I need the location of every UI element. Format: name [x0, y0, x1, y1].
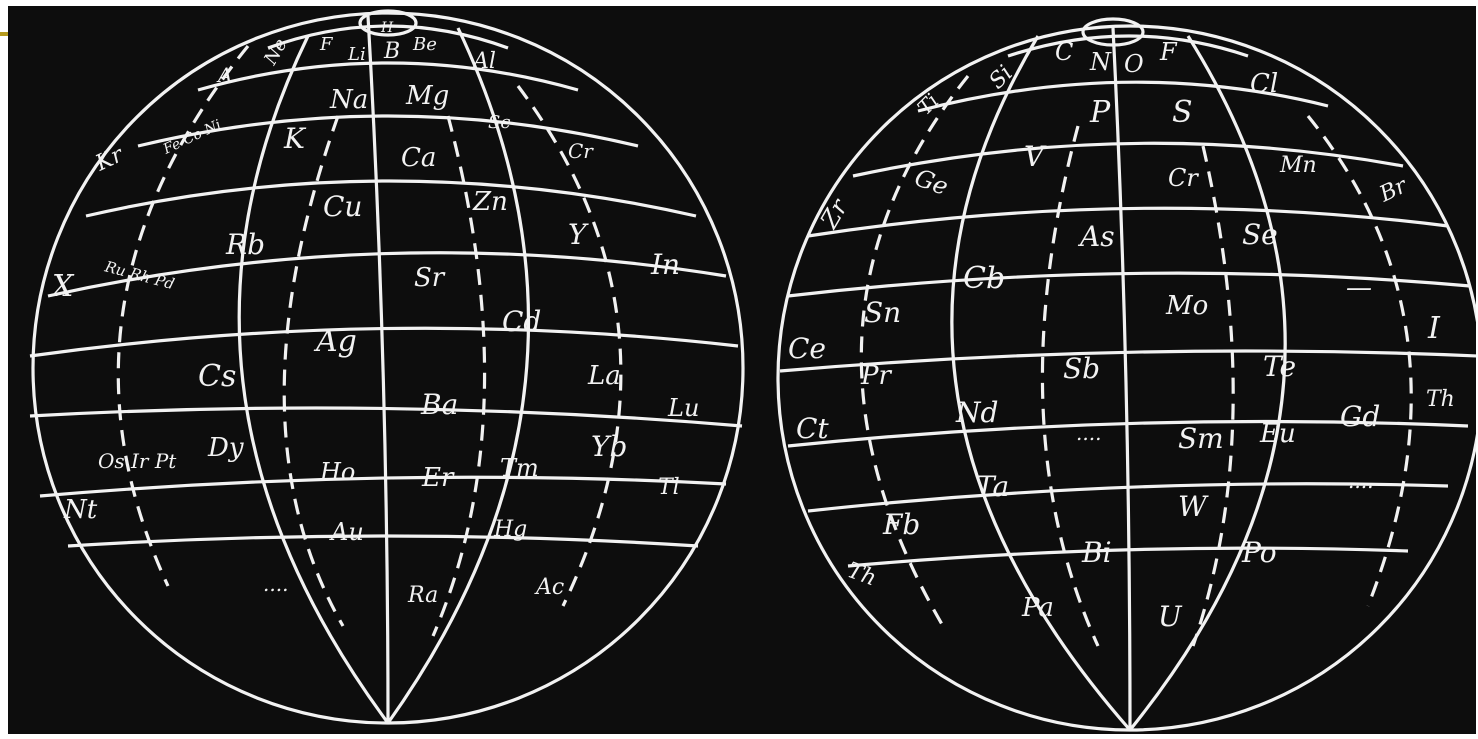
element-label: Li	[347, 44, 366, 65]
element-label: Os Ir Pt	[98, 449, 177, 473]
element-label: Cd	[502, 305, 541, 338]
element-label: Se	[1242, 218, 1278, 251]
left-globe	[30, 11, 743, 723]
element-label: W	[1178, 490, 1209, 523]
element-label: F	[319, 34, 334, 55]
element-label: S	[1172, 95, 1193, 130]
element-label: Nd	[955, 396, 998, 429]
meridian-line	[368, 16, 388, 723]
element-label: Ac	[534, 575, 564, 600]
element-label: Ru Rh Pd	[102, 257, 176, 293]
element-label: Cl	[1250, 69, 1278, 99]
element-label: Ag	[313, 324, 357, 359]
element-label: As	[1077, 220, 1115, 253]
element-label: Mg	[405, 81, 449, 111]
element-label: Na	[329, 85, 368, 115]
element-label: Pr	[860, 361, 892, 391]
element-label: U	[1158, 600, 1183, 633]
element-label: Au	[329, 518, 364, 546]
element-label: Ct	[796, 412, 829, 445]
element-label: V	[1024, 140, 1047, 173]
element-label: Gd	[1340, 400, 1380, 433]
element-label: Er	[421, 463, 455, 493]
plate-background: H Ne F Li B Be A Al Na Mg K Sc Ca Fe Co …	[8, 6, 1476, 734]
element-label: Be	[412, 34, 437, 55]
element-label: Bi	[1081, 536, 1112, 569]
element-label: Si	[985, 61, 1018, 94]
element-label: Tm	[500, 454, 539, 482]
element-label: Ba	[420, 388, 458, 421]
latitude-line	[198, 63, 578, 90]
element-label: La	[587, 361, 621, 391]
element-label: Te	[1263, 350, 1296, 383]
element-label: Yb	[591, 430, 627, 463]
element-label: Ge	[911, 163, 952, 201]
meridian-line	[1130, 36, 1285, 730]
element-label: Kr	[91, 142, 128, 177]
element-label: N	[1089, 48, 1112, 76]
element-label: ....	[1348, 469, 1373, 493]
element-label: Sr	[414, 263, 446, 293]
element-label: Cr	[1168, 164, 1199, 192]
element-label: Ra	[407, 583, 438, 608]
element-label: I	[1427, 311, 1441, 346]
element-label: A	[216, 63, 232, 87]
element-label: Ho	[319, 458, 355, 486]
element-label: Ta	[976, 470, 1009, 503]
element-label: ....	[1076, 421, 1101, 445]
element-label: Sc	[488, 112, 510, 133]
element-label: Pa	[1021, 593, 1054, 623]
element-label: ....	[263, 572, 288, 596]
latitude-line	[86, 181, 696, 216]
element-label: Zn	[472, 187, 508, 217]
globes-diagram: H Ne F Li B Be A Al Na Mg K Sc Ca Fe Co …	[8, 6, 1476, 734]
element-label: Tl	[658, 475, 680, 500]
element-label: B	[383, 39, 400, 64]
element-label: P	[1089, 95, 1111, 130]
element-label: Cs	[198, 359, 236, 394]
element-label: Ce	[788, 332, 826, 365]
element-label: Lu	[667, 394, 699, 422]
element-label: Mo	[1165, 291, 1208, 321]
element-label: Y	[568, 218, 589, 251]
element-label: Fb	[882, 508, 920, 541]
element-label: O	[1124, 50, 1144, 78]
element-label: Sn	[864, 296, 901, 329]
element-label: Nt	[63, 495, 98, 525]
element-label: In	[650, 248, 680, 281]
meridian-dashed	[1193, 146, 1233, 646]
element-label: Po	[1241, 536, 1277, 569]
element-label: Hg	[493, 517, 527, 542]
element-label: Zr	[814, 193, 854, 234]
latitude-line	[808, 208, 1448, 236]
element-label: Sb	[1063, 352, 1100, 385]
element-label: Ca	[401, 143, 436, 173]
element-label: Br	[1375, 173, 1412, 208]
element-label: Cb	[963, 261, 1005, 296]
element-label: C	[1055, 38, 1073, 66]
latitude-line	[68, 536, 698, 546]
element-label: Al	[471, 49, 496, 74]
element-label: Ti	[913, 89, 944, 120]
meridian-line	[239, 36, 388, 723]
element-label: F	[1159, 38, 1178, 66]
element-label: Cr	[568, 139, 594, 163]
element-label: Sm	[1178, 422, 1224, 455]
element-label: K	[283, 122, 307, 155]
element-label: Mn	[1279, 153, 1317, 178]
element-label: H	[380, 20, 394, 36]
meridian-dashed	[518, 86, 621, 606]
element-label: Cu	[323, 190, 362, 223]
latitude-line	[40, 477, 726, 496]
element-label: Th	[1426, 387, 1455, 412]
meridian-line	[1113, 28, 1130, 730]
element-label: X	[50, 269, 75, 304]
element-label: Eu	[1259, 419, 1296, 449]
element-label: Dy	[207, 433, 244, 463]
element-label: Rb	[225, 228, 265, 261]
element-label: —	[1346, 273, 1372, 303]
